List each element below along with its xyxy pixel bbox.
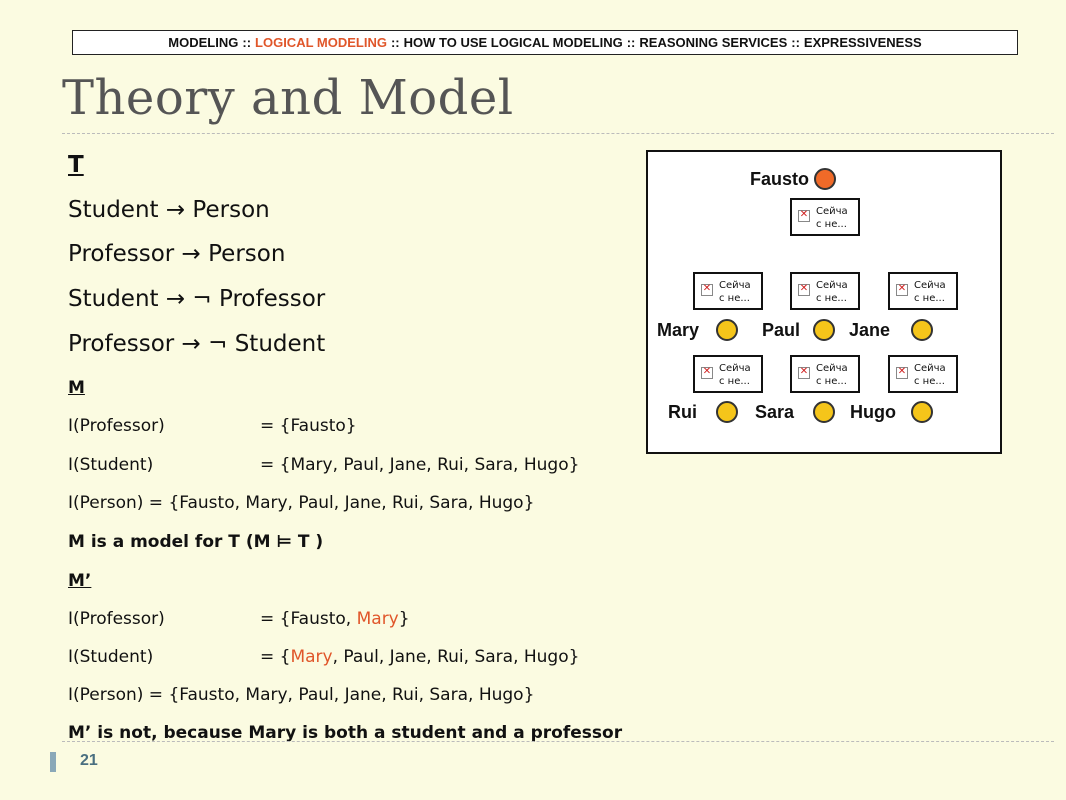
nav-item-logical-modeling[interactable]: LOGICAL MODELING [255, 35, 387, 50]
node-jane [911, 319, 933, 341]
m2-professor-row: I(Professor) = {Fausto, Mary} [68, 609, 410, 629]
label-jane: Jane [849, 320, 891, 340]
m2-professor-lhs: I(Professor) [68, 609, 165, 629]
axiom-4: Professor → ¬ Student [68, 331, 326, 357]
broken-image-icon [798, 366, 810, 379]
broken-image-icon [701, 283, 713, 296]
m2-person-row: I(Person) = {Fausto, Mary, Paul, Jane, R… [68, 685, 535, 705]
m-student-rhs: = {Mary, Paul, Jane, Rui, Sara, Hugo} [260, 455, 580, 475]
node-hugo [911, 401, 933, 423]
broken-image-icon [798, 283, 810, 296]
model-m2-header: M’ [68, 571, 92, 591]
m2-conclusion: M’ is not, because Mary is both a studen… [68, 723, 623, 743]
m-person-row: I(Person) = {Fausto, Mary, Paul, Jane, R… [68, 493, 535, 513]
breadcrumb-nav: MODELING :: LOGICAL MODELING :: HOW TO U… [72, 30, 1018, 55]
axiom-1: Student → Person [68, 197, 270, 223]
m2-student-lhs: I(Student) [68, 647, 154, 667]
nav-item-how-to-use[interactable]: HOW TO USE LOGICAL MODELING [403, 35, 623, 50]
m-student-row: I(Student) = {Mary, Paul, Jane, Rui, Sar… [68, 455, 579, 475]
broken-image-icon [701, 366, 713, 379]
node-sara [813, 401, 835, 423]
node-paul [813, 319, 835, 341]
m-professor-rhs: = {Fausto} [260, 416, 357, 436]
node-fausto [814, 168, 836, 190]
m-conclusion: M is a model for T (M ⊨ T ) [68, 532, 324, 552]
broken-image-icon [798, 209, 810, 222]
label-fausto: Fausto [750, 169, 810, 189]
broken-image-icon [896, 283, 908, 296]
footer-divider [62, 741, 1054, 742]
nav-item-expressiveness[interactable]: EXPRESSIVENESS [803, 35, 922, 50]
m-professor-row: I(Professor) = {Fausto} [68, 416, 357, 436]
theory-header: T [68, 152, 84, 178]
model-m-header: M [68, 378, 85, 398]
nav-item-reasoning-services[interactable]: REASONING SERVICES [639, 35, 788, 50]
nav-item-modeling[interactable]: MODELING [168, 35, 239, 50]
label-rui: Rui [668, 402, 697, 422]
page-number: 21 [80, 752, 98, 769]
nav-separator: :: [390, 35, 400, 50]
node-mary [716, 319, 738, 341]
m-professor-lhs: I(Professor) [68, 416, 165, 436]
highlight-mary: Mary [290, 647, 333, 667]
footer-accent [50, 752, 56, 772]
m2-student-row: I(Student) = {Mary, Paul, Jane, Rui, Sar… [68, 647, 579, 667]
highlight-mary: Mary [356, 609, 399, 629]
label-hugo: Hugo [850, 402, 896, 422]
nav-separator: :: [242, 35, 252, 50]
m2-student-rhs: = {Mary, Paul, Jane, Rui, Sara, Hugo} [260, 647, 580, 667]
nav-separator: :: [626, 35, 636, 50]
page-title: Theory and Model [62, 70, 514, 126]
nav-separator: :: [791, 35, 800, 50]
broken-image-icon [896, 366, 908, 379]
axiom-3: Student → ¬ Professor [68, 286, 326, 312]
m2-professor-rhs: = {Fausto, Mary} [260, 609, 410, 629]
label-sara: Sara [755, 402, 795, 422]
axiom-2: Professor → Person [68, 241, 286, 267]
m-student-lhs: I(Student) [68, 455, 154, 475]
label-mary: Mary [657, 320, 700, 340]
label-paul: Paul [762, 320, 801, 340]
node-rui [716, 401, 738, 423]
title-divider [62, 133, 1054, 134]
